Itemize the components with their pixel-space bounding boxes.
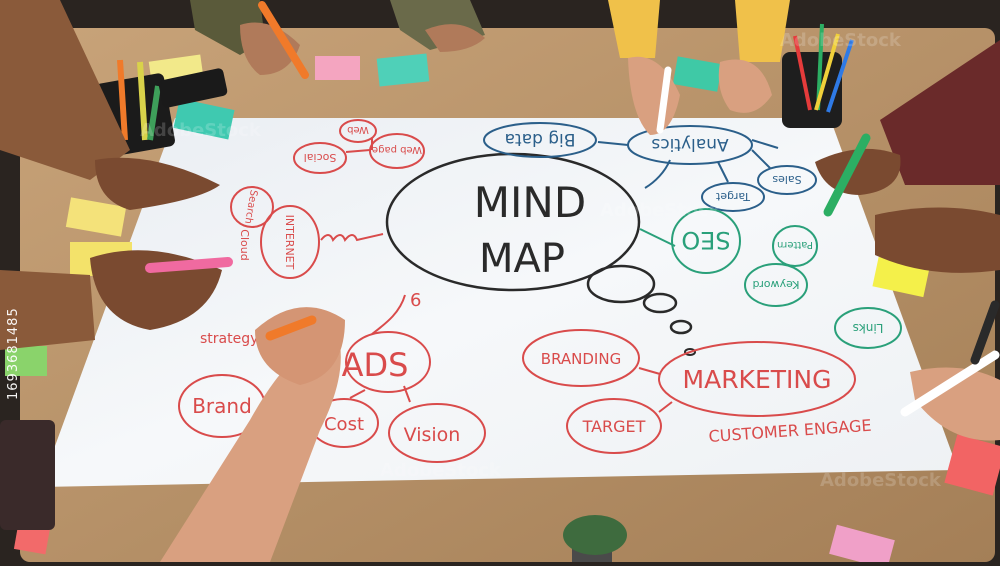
marker — [793, 35, 812, 111]
connector — [639, 228, 676, 247]
social-label: Social — [304, 151, 337, 164]
green-marker — [823, 133, 871, 217]
target-blue-node — [701, 182, 765, 212]
marker — [117, 59, 128, 141]
hand — [875, 207, 1000, 273]
sticky-note — [5, 346, 47, 376]
sales-node — [757, 165, 817, 195]
connector — [345, 138, 373, 153]
hand — [718, 59, 772, 113]
analytics-label: Analytics — [651, 134, 728, 154]
connector — [658, 401, 673, 413]
marketing-label: MARKETING — [683, 365, 832, 394]
thought-bubble — [669, 319, 693, 335]
number-six: 6 — [410, 290, 421, 311]
sticky-note — [829, 524, 895, 566]
branding-label: BRANDING — [541, 350, 621, 368]
marker — [147, 85, 161, 141]
marketing-node — [658, 341, 856, 417]
seo-label: SEO — [681, 226, 730, 254]
plaid-sleeve — [0, 0, 130, 180]
connector — [717, 161, 729, 183]
hand — [95, 157, 220, 210]
links-node — [834, 307, 902, 349]
orange-marker — [258, 1, 309, 79]
hand — [255, 307, 345, 385]
orange-marker — [265, 315, 317, 341]
search-node — [230, 186, 274, 228]
keyword-label: Keyword — [753, 278, 800, 291]
big-data-node — [483, 122, 597, 158]
connector — [371, 294, 406, 335]
keyword-node — [744, 263, 808, 307]
connector — [751, 149, 771, 169]
phone — [158, 68, 228, 108]
target-blue-label: Target — [715, 190, 751, 203]
web-label: Web — [347, 124, 369, 135]
connector — [644, 159, 671, 189]
hand — [815, 148, 901, 195]
brand-label: Brand — [192, 394, 252, 418]
connector — [320, 233, 384, 242]
maroon-sleeve — [880, 40, 1000, 185]
ads-label: ADS — [342, 346, 409, 384]
connector — [349, 385, 411, 403]
marker — [826, 39, 854, 113]
cloud-label: Cloud — [238, 229, 251, 260]
sales-label: Sales — [772, 173, 802, 186]
pink-marker — [145, 257, 233, 273]
thought-bubble — [642, 292, 678, 314]
yellow-sleeve — [608, 0, 660, 58]
thought-bubble — [586, 264, 656, 304]
sticky-note — [173, 98, 235, 140]
plant — [563, 515, 627, 555]
cost-label: Cost — [324, 414, 364, 435]
hand — [90, 250, 222, 330]
center-title-line2: MAP — [479, 236, 565, 282]
connector — [751, 139, 779, 149]
vision-label: Vision — [404, 424, 461, 446]
white-marker — [656, 66, 672, 134]
strategy-label: strategy — [200, 331, 258, 347]
marker-cup — [782, 52, 842, 128]
sticky-note — [944, 434, 1000, 496]
image-id: 1693681485 — [6, 307, 21, 400]
hand — [425, 24, 485, 52]
big-data-label: Big data — [505, 129, 576, 149]
connector — [638, 367, 661, 375]
arm — [160, 342, 341, 562]
sticky-note — [315, 56, 360, 80]
sticky-note — [672, 56, 723, 92]
plaid-sleeve — [0, 270, 95, 350]
white-marker — [900, 350, 1000, 417]
sticky-note — [65, 197, 127, 237]
thought-bubble — [684, 348, 696, 356]
links-label: Links — [853, 321, 884, 335]
vision-node — [388, 403, 486, 463]
center-title-line1: MIND — [474, 178, 586, 227]
social-node — [293, 142, 347, 174]
internet-label: INTERNET — [283, 215, 296, 270]
target-red-label: TARGET — [582, 417, 646, 436]
marker — [814, 33, 840, 111]
seo-node — [671, 208, 741, 274]
branding-node — [522, 329, 640, 387]
pencil-pouch — [0, 420, 55, 530]
pattern-label: Pattern — [777, 239, 813, 250]
yellow-sleeve — [735, 0, 790, 62]
sticky-note — [376, 53, 430, 87]
ads-node — [345, 331, 431, 393]
target-red-node — [566, 398, 662, 454]
connector — [597, 141, 629, 146]
internet-node — [260, 205, 320, 279]
black-marker — [970, 300, 1000, 365]
marker — [137, 61, 148, 141]
web-page-label: Web page — [372, 144, 422, 155]
hand — [910, 367, 1000, 441]
web-node — [339, 119, 377, 143]
pattern-node — [772, 225, 818, 267]
